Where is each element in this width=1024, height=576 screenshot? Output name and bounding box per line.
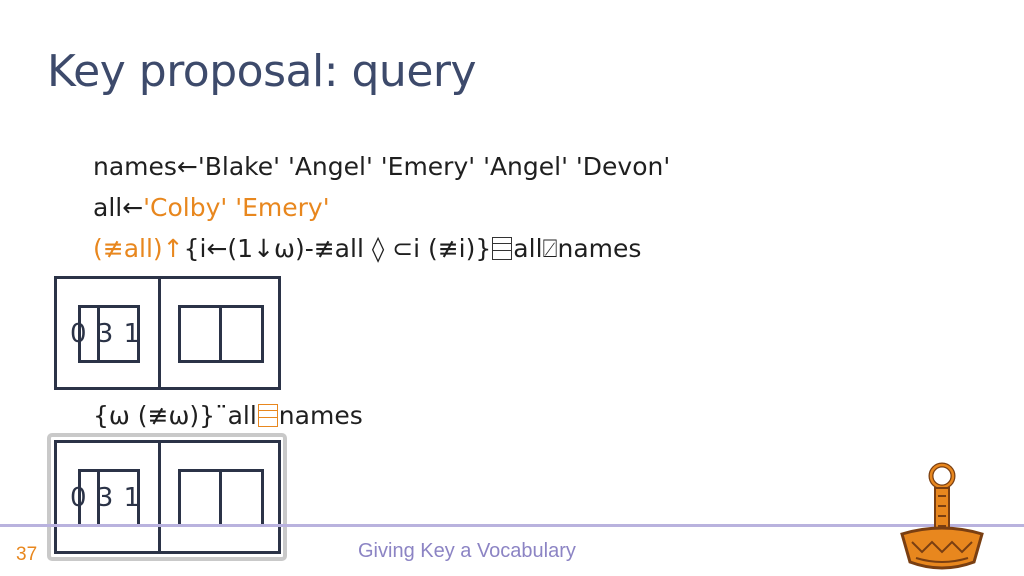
page-number: 37: [16, 544, 38, 565]
result-box-first: 0 3 1: [54, 276, 281, 390]
result-inner-right: [178, 469, 264, 527]
code-query-args: all⍁names: [513, 234, 642, 263]
result-values: 0 3 1: [70, 483, 142, 513]
code-query-dfn: {i←(1↓ω)-≢all ◊ ⊂i (≢i)}: [183, 234, 492, 263]
cell-separator: [97, 308, 100, 360]
result-divider: [158, 279, 161, 387]
slide-title: Key proposal: query: [47, 46, 477, 97]
footer-title: Giving Key a Vocabulary: [358, 540, 576, 562]
key-operator-icon: [257, 404, 278, 427]
selection-frame: [47, 433, 287, 561]
result-box-second: 0 3 1: [54, 440, 281, 554]
code-each-dfn: {ω (≢ω)}¨all: [93, 401, 257, 430]
code-line-names: names←'Blake' 'Angel' 'Emery' 'Angel' 'D…: [93, 152, 671, 181]
code-line-query: (≢all)↑{i←(1↓ω)-≢all ◊ ⊂i (≢i)} all⍁names: [93, 234, 641, 264]
code-line-all: all←'Colby' 'Emery': [93, 193, 330, 222]
result-inner-right: [178, 305, 264, 363]
key-operator-icon: [492, 237, 513, 260]
code-each-args: names: [278, 401, 363, 430]
code-line-each: {ω (≢ω)}¨all names: [93, 401, 363, 430]
code-all-values: 'Colby' 'Emery': [143, 193, 330, 222]
code-query-take: (≢all)↑: [93, 234, 184, 263]
footer-rule: [0, 524, 1024, 527]
result-inner-left: [78, 305, 140, 363]
code-all-assign: all←: [93, 193, 144, 222]
cell-separator: [219, 472, 222, 524]
result-values: 0 3 1: [70, 319, 142, 349]
cell-separator: [219, 308, 222, 360]
result-divider: [158, 443, 161, 551]
cell-separator: [97, 472, 100, 524]
dyalog-key-logo-icon: [900, 462, 984, 570]
